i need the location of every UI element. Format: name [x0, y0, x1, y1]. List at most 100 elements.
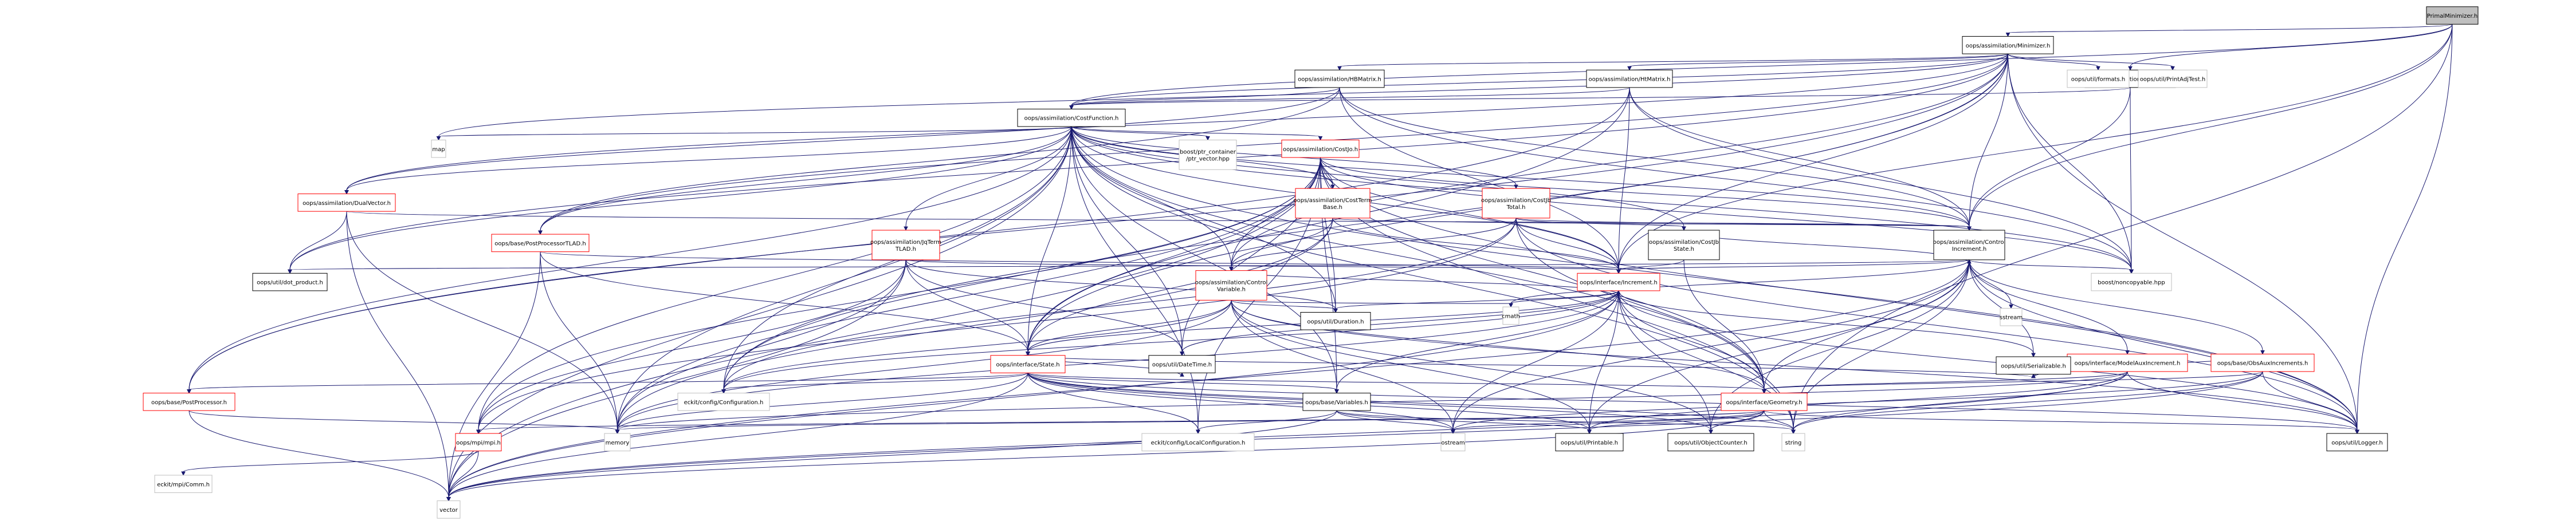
node-oops-assimilation-minimizer-h[interactable]: oops/assimilation/Minimizer.h: [1962, 35, 2054, 54]
include-edge: [1069, 87, 1630, 110]
node-oops-base-postprocessor-h[interactable]: oops/base/PostProcessor.h: [143, 393, 235, 411]
node-boost-ptr-container-ptr-vector-hpp: boost/ptr_container/ptr_vector.hpp: [1179, 140, 1237, 170]
node-box: [143, 393, 235, 411]
node-label: oops/assimilation/CostJb: [1649, 239, 1719, 246]
node-box: [154, 475, 213, 494]
include-edge: [1071, 127, 1200, 435]
node-box: [604, 433, 631, 452]
node-label: oops/mpi/mpi.h: [456, 440, 501, 446]
node-label: Total.h: [1506, 204, 1526, 211]
node-oops-base-obsauxincrements-h[interactable]: oops/base/ObsAuxIncrements.h: [2210, 353, 2315, 372]
node-label: oops/util/Serializable.h: [2001, 363, 2066, 369]
include-edge: [721, 290, 1619, 394]
node-ostream: ostream: [1440, 433, 1466, 452]
include-edge: [1616, 259, 1684, 274]
node-label: TLAD.h: [895, 246, 916, 252]
node-box: [2091, 273, 2172, 291]
include-edge: [1320, 157, 1338, 313]
include-edge: [446, 127, 1072, 502]
node-oops-assimilation-hbmatrix-h[interactable]: oops/assimilation/HBMatrix.h: [1294, 69, 1385, 88]
node-oops-util-serializable-h[interactable]: oops/util/Serializable.h: [1996, 356, 2071, 375]
node-oops-util-duration-h[interactable]: oops/util/Duration.h: [1300, 311, 1371, 330]
include-edge: [476, 157, 1321, 435]
include-edge: [1229, 218, 1517, 271]
node-box: [2138, 69, 2208, 88]
node-oops-assimilation-costjo-h[interactable]: oops/assimilation/CostJo.h: [1281, 140, 1360, 158]
node-label: sstream: [2000, 315, 2023, 321]
node-oops-util-datetime-h[interactable]: oops/util/DateTime.h: [1148, 355, 1216, 373]
node-oops-util-dot-product-h[interactable]: oops/util/dot_product.h: [252, 273, 328, 291]
include-edge: [1969, 259, 2130, 355]
include-edge: [446, 371, 2128, 502]
include-edge: [446, 371, 2263, 502]
include-edge: [1451, 410, 1765, 435]
node-oops-util-printable-h[interactable]: oops/util/Printable.h: [1555, 433, 1624, 452]
node-label: eckit/mpi/Comm.h: [157, 481, 210, 488]
include-edge: [2128, 24, 2453, 71]
include-edge: [346, 211, 1972, 231]
node-box: [2000, 307, 2023, 326]
node-box: [1667, 433, 1754, 452]
node-oops-interface-increment-h[interactable]: oops/interface/Increment.h: [1577, 273, 1660, 291]
node-oops-interface-geometry-h[interactable]: oops/interface/Geometry.h: [1721, 393, 1808, 411]
node-oops-assimilation-costfunction-h[interactable]: oops/assimilation/CostFunction.h: [1017, 108, 1126, 127]
node-box: [1933, 230, 2005, 260]
include-edge: [1969, 259, 2134, 274]
node-label: oops/util/PrintAdjTest.h: [2140, 77, 2205, 83]
node-label: oops/assimilation/CostFunction.h: [1024, 116, 1119, 122]
include-edge: [288, 127, 1072, 274]
node-eckit-config-configuration-h: eckit/config/Configuration.h: [677, 393, 770, 411]
node-box: [1281, 140, 1360, 158]
node-label: oops/interface/Increment.h: [1580, 280, 1658, 286]
node-box: [1996, 356, 2071, 375]
node-oops-base-variables-h[interactable]: oops/base/Variables.h: [1302, 393, 1371, 411]
include-edge: [288, 259, 1970, 274]
include-edge: [446, 251, 541, 502]
node-label: oops/interface/ModelAuxIncrement.h: [2075, 361, 2181, 367]
node-box: [2067, 353, 2188, 372]
node-label: ostream: [1441, 440, 1464, 446]
node-oops-base-postprocessortlad-h[interactable]: oops/base/PostProcessorTLAD.h: [491, 234, 590, 252]
node-oops-mpi-mpi-h[interactable]: oops/mpi/mpi.h: [455, 433, 502, 452]
include-edge: [189, 410, 451, 502]
node-box: [1502, 306, 1519, 325]
include-edge: [2008, 54, 2359, 435]
include-edge: [1618, 290, 1796, 435]
node-eckit-mpi-comm-h: eckit/mpi/Comm.h: [154, 475, 213, 494]
node-oops-assimilation-htmatrix-h[interactable]: oops/assimilation/HtMatrix.h: [1586, 69, 1673, 88]
include-edge: [540, 251, 620, 435]
node-label: oops/assimilation/Minimizer.h: [1966, 43, 2051, 49]
node-label: vector: [439, 507, 458, 514]
include-edge: [1616, 87, 1630, 274]
node-oops-interface-modelauxincrement-h[interactable]: oops/interface/ModelAuxIncrement.h: [2067, 353, 2188, 372]
node-box: [2210, 353, 2315, 372]
include-edge: [1026, 127, 1072, 356]
include-edge: [187, 372, 1028, 394]
node-oops-interface-state-h[interactable]: oops/interface/State.h: [990, 355, 1066, 373]
node-oops-util-printadjtest-h: oops/util/PrintAdjTest.h: [2138, 69, 2208, 88]
include-edge: [1764, 410, 1796, 435]
node-layer: PrimalMinimizer.h oops/assimilation/Minim…: [143, 6, 2479, 519]
node-string: string: [1781, 433, 1805, 452]
include-edge: [1618, 290, 2036, 358]
include-edge: [904, 127, 1072, 231]
node-primalminimizer-h[interactable]: PrimalMinimizer.h: [2426, 6, 2479, 25]
node-label: boost/ptr_container: [1180, 149, 1236, 155]
node-oops-assimilation-dualvector-h[interactable]: oops/assimilation/DualVector.h: [297, 194, 396, 212]
node-box: [1195, 270, 1267, 301]
node-box: [2067, 69, 2130, 88]
include-edge: [1027, 373, 1455, 435]
node-box: [1648, 230, 1720, 260]
include-edge: [1683, 230, 1972, 264]
node-oops-util-objectcounter-h[interactable]: oops/util/ObjectCounter.h: [1667, 433, 1754, 452]
node-box: [431, 140, 446, 158]
node-label: cmath: [1502, 313, 1520, 319]
node-oops-util-logger-h[interactable]: oops/util/Logger.h: [2326, 433, 2388, 452]
node-box: [1721, 393, 1808, 411]
